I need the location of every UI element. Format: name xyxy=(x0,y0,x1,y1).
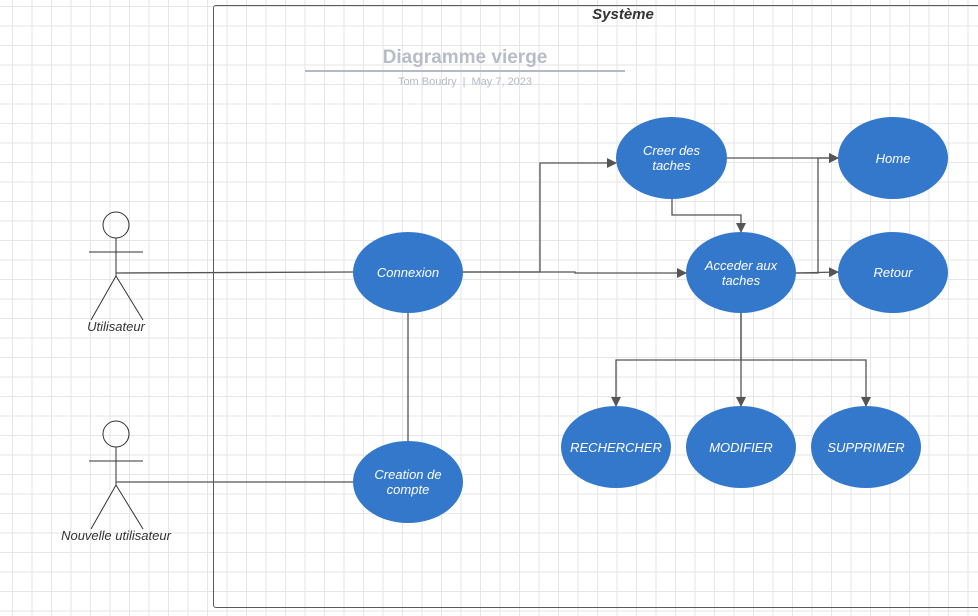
arrow-connexion-acceder-taches[interactable] xyxy=(463,268,687,278)
arrow-acceder-retour[interactable] xyxy=(795,267,839,278)
actor-right-leg xyxy=(115,275,144,321)
actor-left-leg xyxy=(90,275,117,321)
association-utilisateur-connexion[interactable] xyxy=(115,271,354,274)
usecase-connexion[interactable]: Connexion xyxy=(353,232,463,313)
usecase-supprimer[interactable]: SUPPRIMER xyxy=(811,406,921,488)
system-boundary[interactable] xyxy=(213,5,978,608)
document-meta: Tom Boudry | May 7, 2023 xyxy=(305,76,625,88)
actor-nouvel-utilisateur-figure[interactable] xyxy=(89,420,144,530)
arrow-acceder-supprimer[interactable] xyxy=(741,359,871,407)
actor-head xyxy=(102,420,130,448)
usecase-acceder-taches[interactable]: Acceder aux taches xyxy=(686,232,796,313)
actor-right-leg xyxy=(115,484,144,530)
actor-nouvel-utilisateur-label: Nouvelle utilisateur xyxy=(61,528,171,543)
usecase-retour[interactable]: Retour xyxy=(838,232,948,313)
document-author: Tom Boudry xyxy=(397,76,457,88)
usecase-modifier[interactable]: MODIFIER xyxy=(686,406,796,488)
document-meta-separator: | xyxy=(462,76,466,88)
usecase-creation-compte[interactable]: Creation de compte xyxy=(353,441,463,523)
usecase-rechercher[interactable]: RECHERCHER xyxy=(561,406,671,488)
arrow-creer-acceder[interactable] xyxy=(671,199,746,233)
actor-utilisateur-label: Utilisateur xyxy=(87,319,145,334)
document-title-rule xyxy=(305,70,625,72)
actor-head xyxy=(102,211,130,239)
document-title: Diagramme vierge xyxy=(382,47,548,68)
system-title: Système xyxy=(592,6,654,23)
document-date: May 7, 2023 xyxy=(471,76,533,88)
actor-utilisateur-figure[interactable] xyxy=(89,211,144,321)
usecase-creer-taches[interactable]: Creer des taches xyxy=(616,117,727,199)
actor-left-leg xyxy=(90,484,117,530)
usecase-home[interactable]: Home xyxy=(838,117,948,199)
